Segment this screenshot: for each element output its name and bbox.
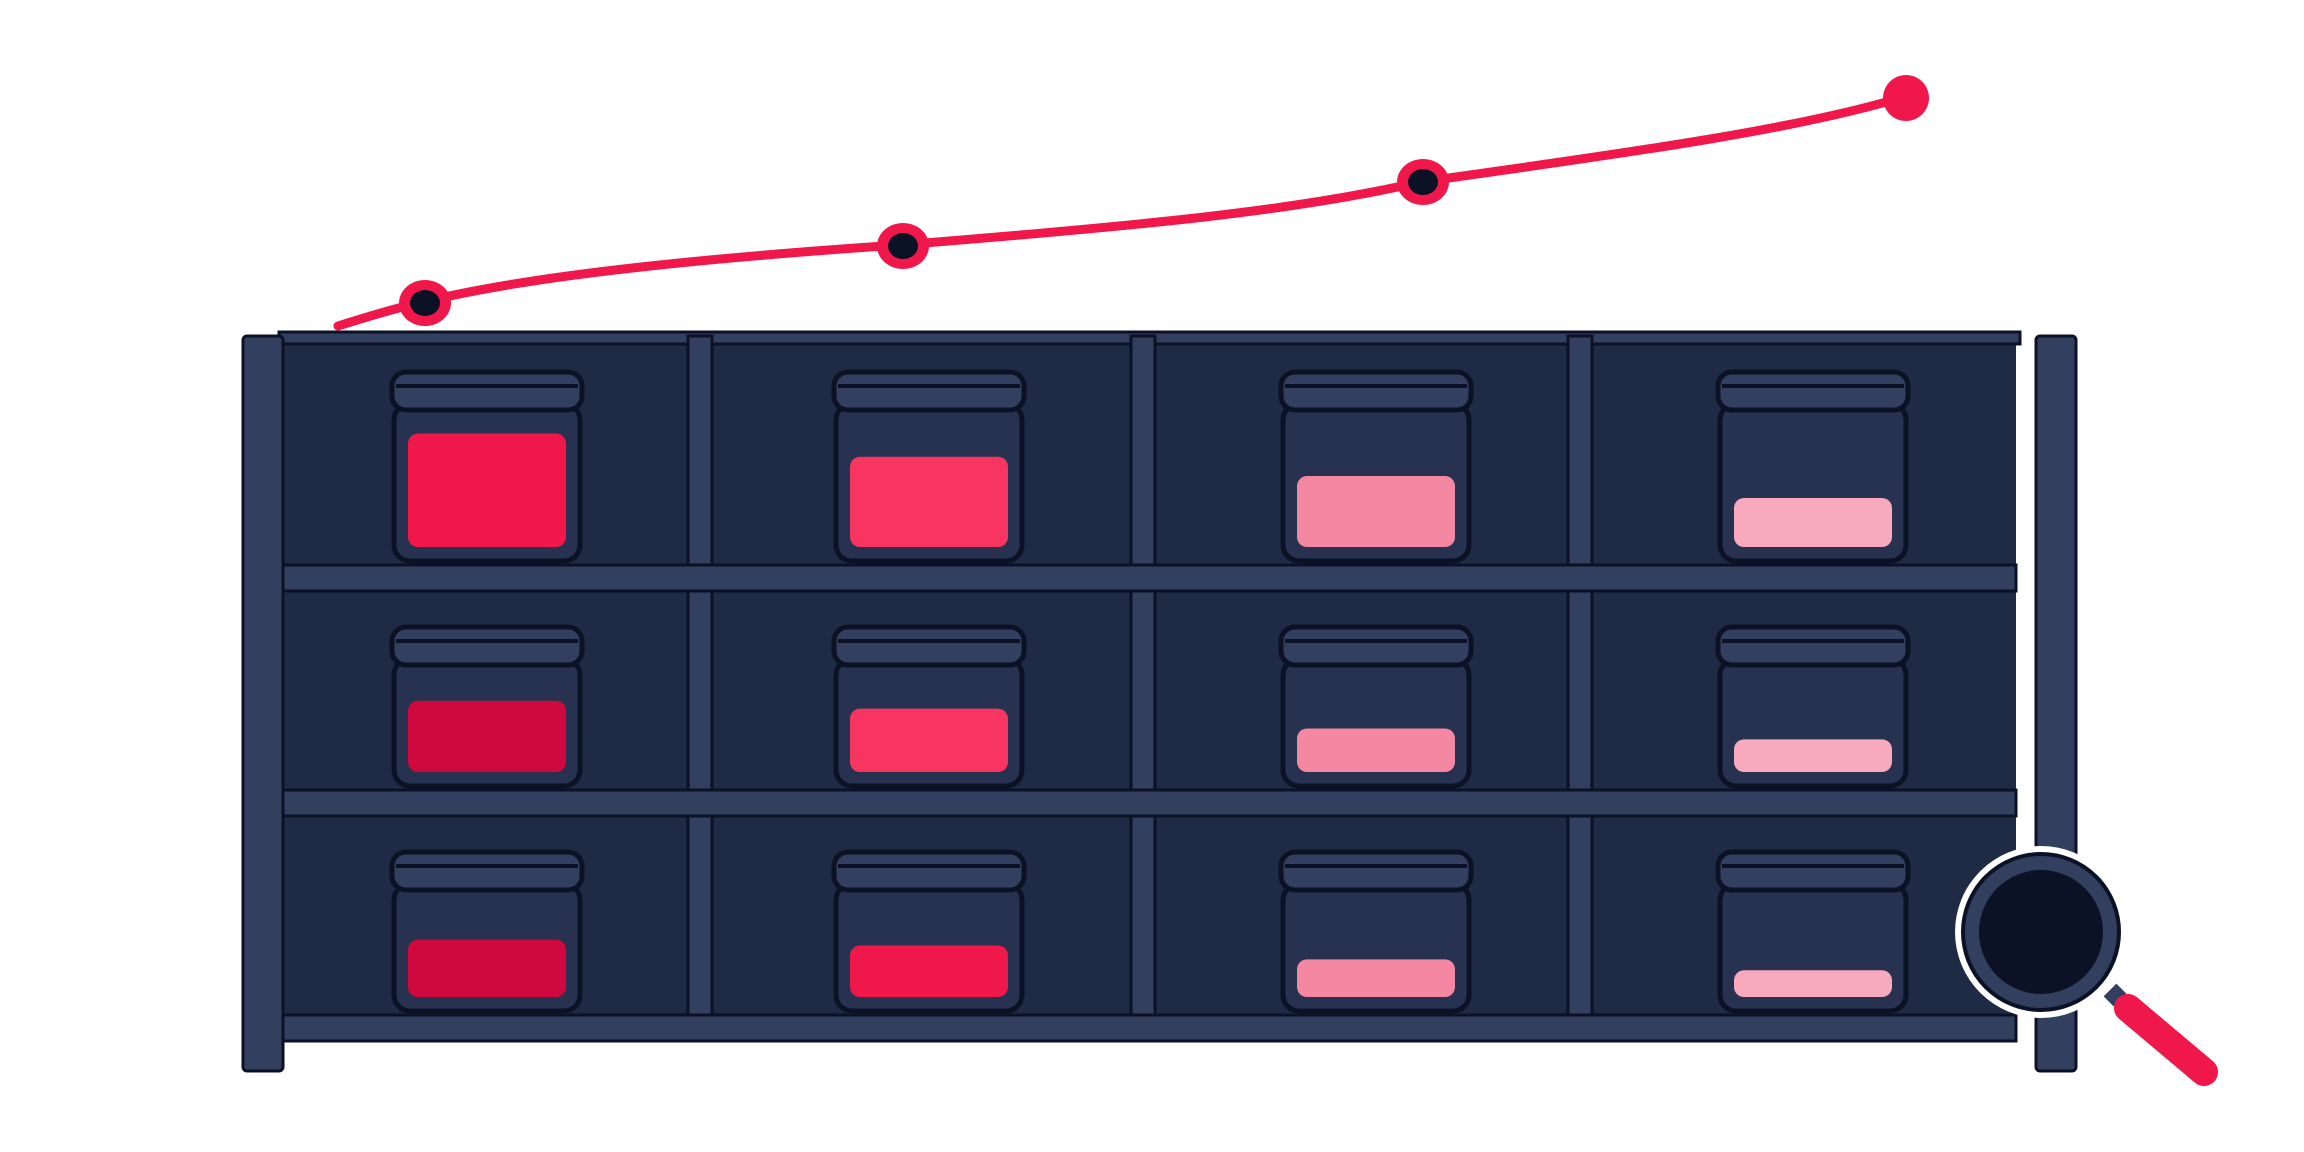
jar	[389, 624, 585, 789]
jar-lid	[1715, 624, 1911, 668]
magnifying-glass-icon	[1955, 846, 2218, 1086]
trend-curve	[333, 93, 1905, 331]
shelf-post-left	[241, 334, 285, 1073]
jar-lid	[831, 849, 1027, 893]
shelf-divider	[1129, 334, 1157, 1038]
jar	[1278, 369, 1474, 564]
jar-fill	[850, 708, 1008, 772]
jar-lid	[389, 369, 585, 413]
jar-lid	[831, 369, 1027, 413]
shelf	[241, 330, 2078, 1073]
trend-line	[333, 75, 1929, 331]
jar-fill	[1734, 497, 1892, 547]
shelf-divider	[686, 334, 714, 1038]
magnifier-handle	[2114, 994, 2218, 1086]
jar-lid	[389, 849, 585, 893]
jar-lid	[831, 624, 1027, 668]
jar	[1715, 849, 1911, 1014]
jar-lid	[1715, 849, 1911, 893]
shelf-board	[281, 788, 2018, 818]
jar	[1278, 624, 1474, 789]
jar-lid	[389, 624, 585, 668]
trend-marker-core	[410, 290, 440, 316]
jar-lid	[1278, 624, 1474, 668]
jar	[831, 849, 1027, 1014]
jar	[1715, 369, 1911, 564]
shelf-board	[281, 563, 2018, 593]
shelf-board	[281, 1013, 2018, 1043]
jar-fill	[408, 433, 566, 547]
jar-lid	[1278, 849, 1474, 893]
jar	[831, 624, 1027, 789]
trend-marker-core	[1408, 169, 1438, 195]
jar-fill	[850, 456, 1008, 547]
jar	[1278, 849, 1474, 1014]
jar-fill	[1734, 970, 1892, 997]
trend-marker-core	[888, 233, 918, 259]
magnifier-lens	[1979, 870, 2103, 994]
jar-fill	[408, 939, 566, 997]
jar	[389, 849, 585, 1014]
jar	[389, 369, 585, 564]
jar-lid	[1278, 369, 1474, 413]
jar-fill	[850, 945, 1008, 997]
jar	[1715, 624, 1911, 789]
jar-fill	[1734, 739, 1892, 772]
jar-fill	[1297, 959, 1455, 997]
trend-end-marker	[1883, 75, 1929, 121]
jar-fill	[1297, 476, 1455, 547]
jar-lid	[1715, 369, 1911, 413]
shelf-divider	[1566, 334, 1594, 1038]
jar	[831, 369, 1027, 564]
jar-fill	[408, 700, 566, 772]
jar-fill	[1297, 728, 1455, 772]
